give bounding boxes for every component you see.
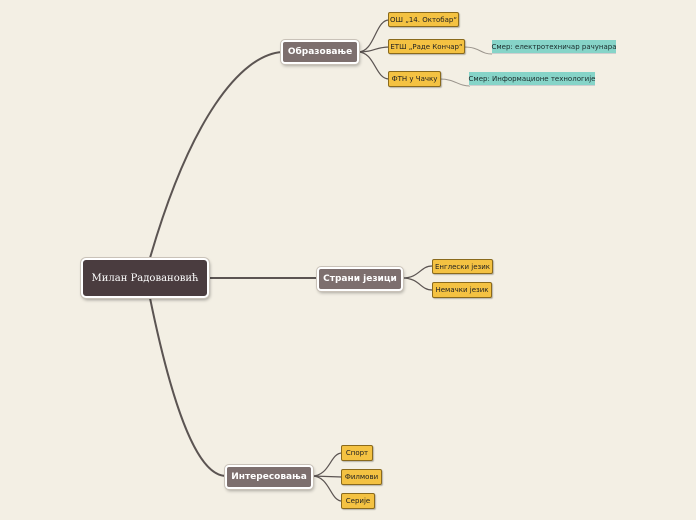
note-major-1[interactable]: Смер: електротехничар рачунара (492, 40, 617, 54)
connector-school3-note (439, 78, 471, 87)
root-node[interactable]: Милан Радовановић (81, 258, 209, 298)
leaf-school-2[interactable]: ЕТШ „Раде Кончар“ (388, 39, 465, 54)
branch-languages[interactable]: Страни језици (317, 267, 403, 291)
connector-education-school3 (357, 51, 390, 80)
connector-languages-german (401, 277, 433, 291)
leaf-german[interactable]: Немачки језик (432, 282, 492, 298)
leaf-series[interactable]: Серије (341, 493, 375, 509)
branch-education[interactable]: Образовање (281, 40, 359, 64)
leaf-english[interactable]: Енглески језик (432, 259, 493, 274)
connector-languages-english (401, 265, 433, 279)
connector-education-school2 (357, 46, 390, 53)
connector-interests-sport (311, 452, 343, 477)
leaf-sport[interactable]: Спорт (341, 445, 373, 461)
connector-interests-series (311, 475, 343, 502)
connector-root-interests (149, 297, 227, 477)
leaf-school-3[interactable]: ФТН у Чачку (388, 71, 441, 87)
connector-school2-note (463, 46, 493, 55)
leaf-movies[interactable]: Филмови (341, 469, 382, 485)
leaf-school-1[interactable]: ОШ „14. Октобар“ (388, 12, 459, 27)
note-major-2[interactable]: Смер: Информационе технологије (469, 72, 595, 86)
connector-education-school1 (357, 19, 390, 53)
branch-interests[interactable]: Интересовања (225, 465, 313, 489)
connector-root-education (149, 51, 283, 259)
